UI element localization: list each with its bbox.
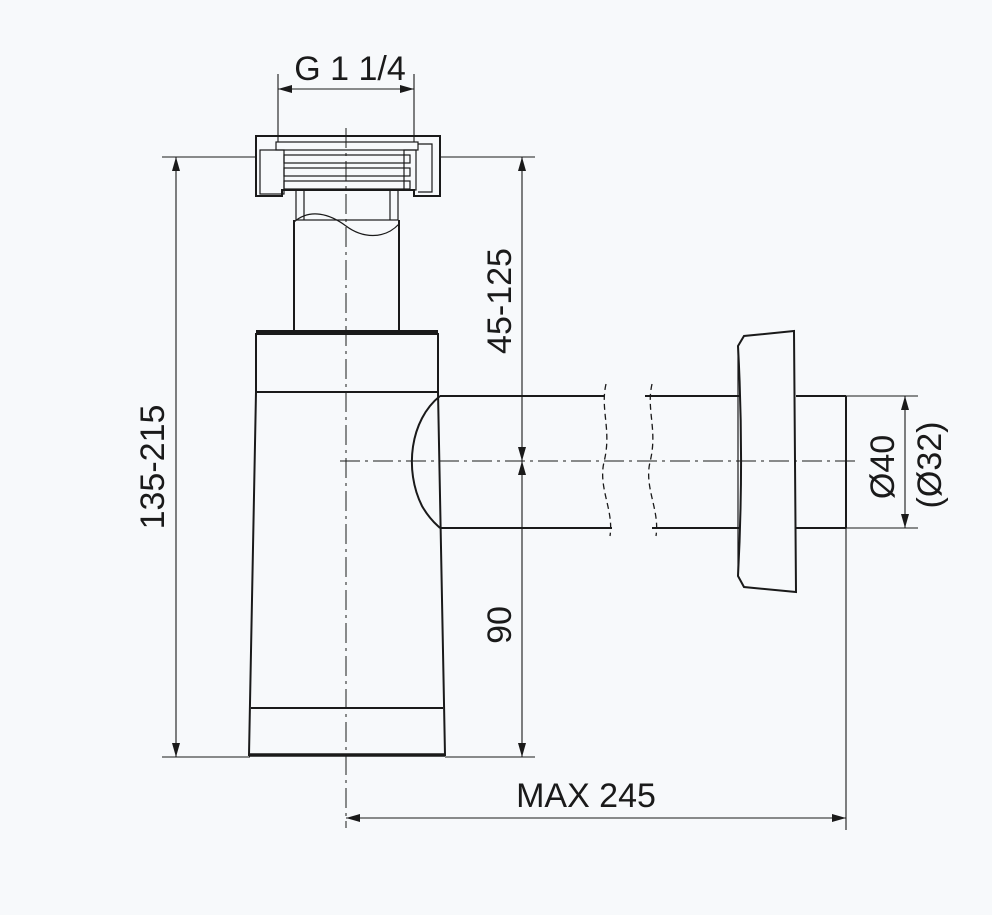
total-height-label: 135-215: [134, 405, 172, 530]
dimension-lines: [162, 74, 918, 830]
outlet-height-label: 90: [481, 606, 519, 644]
outlet-pipe: [440, 383, 740, 537]
max-length-label: MAX 245: [516, 777, 656, 815]
threaded-nut-assembly: [255, 135, 441, 221]
outlet-diameter-alt-label: (Ø32): [911, 422, 949, 509]
thread-size-label: G 1 1/4: [294, 50, 406, 88]
bottle-body: [247, 330, 447, 757]
inlet-height-label: 45-125: [481, 248, 519, 354]
wall-rosette: [736, 329, 847, 594]
outlet-diameter-label: Ø40: [864, 435, 902, 499]
tail-pipe: [293, 213, 400, 334]
centerlines: [340, 128, 858, 828]
